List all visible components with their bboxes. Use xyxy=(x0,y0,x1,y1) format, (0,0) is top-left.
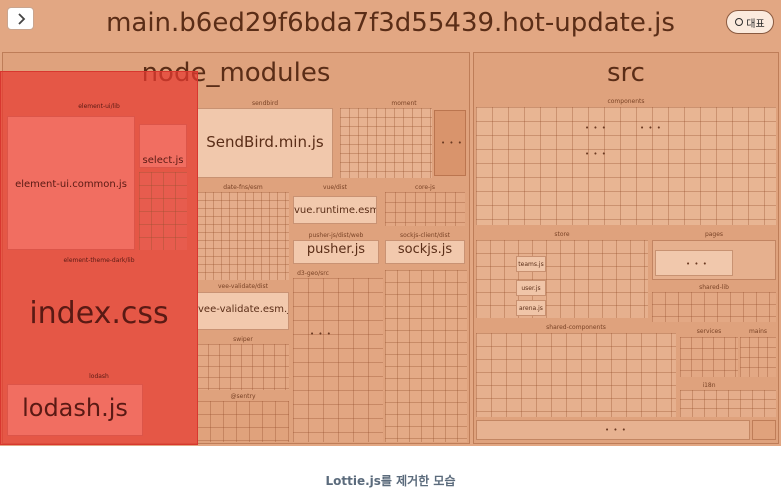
mains-module[interactable] xyxy=(740,337,776,377)
date-fns-module[interactable] xyxy=(197,192,289,280)
arena-js-label: arena.js xyxy=(519,305,543,312)
element-theme-dark-label: element-theme-dark/lib xyxy=(63,257,135,264)
radio-circle-icon xyxy=(735,18,744,26)
swiper-label: swiper xyxy=(233,336,253,343)
pages-main-block[interactable]: • • • xyxy=(655,250,733,276)
vue-runtime-label: vue.runtime.esm.js xyxy=(294,205,376,216)
ellipsis: • • • xyxy=(310,330,332,338)
components-label: components xyxy=(607,98,645,105)
vue-runtime-module[interactable]: vue.runtime.esm.js xyxy=(293,196,377,224)
moment-module[interactable] xyxy=(340,108,432,178)
sentry-module[interactable] xyxy=(197,401,289,442)
src-bottom-corner[interactable] xyxy=(752,420,776,440)
sockjs-dist-label: sockjs-client/dist xyxy=(400,232,450,239)
sendbird-module[interactable]: SendBird.min.js xyxy=(197,108,333,178)
ellipsis: • • • xyxy=(686,260,708,268)
element-ui-common-label: element-ui.common.js xyxy=(15,179,127,190)
treemap-canvas: main.b6ed29f6bda7f3d55439.hot-update.js … xyxy=(0,0,781,446)
user-js-label: user.js xyxy=(521,285,541,292)
pusher-js-file-label: pusher.js xyxy=(306,242,366,257)
moment-locale-block[interactable]: • • • xyxy=(434,110,466,176)
ellipsis: • • • xyxy=(585,124,607,132)
lodash-js-label: lodash.js xyxy=(22,394,128,422)
core-js-label: core-js xyxy=(415,184,435,191)
ellipsis: • • • xyxy=(441,139,463,147)
lodash-js-module[interactable]: lodash.js xyxy=(7,384,143,436)
index-css-label: index.css xyxy=(29,296,169,331)
user-js-module[interactable]: user.js xyxy=(516,280,546,296)
d3-geo-label: d3-geo/src xyxy=(297,270,329,277)
core-js-module[interactable] xyxy=(385,192,465,226)
ellipsis: • • • xyxy=(585,150,607,158)
i18n-module[interactable] xyxy=(680,390,776,417)
date-fns-label: date-fns/esm xyxy=(223,184,263,191)
lodash-label: lodash xyxy=(89,373,109,380)
selected-highlight-overlay: element-ui/lib element-ui.common.js sele… xyxy=(0,71,198,445)
shared-components-label: shared-components xyxy=(546,324,606,331)
ellipsis: • • • xyxy=(640,124,662,132)
screenshot-caption: Lottie.js를 제거한 모습 xyxy=(325,474,456,488)
teams-js-module[interactable]: teams.js xyxy=(516,256,546,272)
d3-geo-module[interactable] xyxy=(293,278,383,442)
store-label: store xyxy=(554,231,570,238)
element-ui-lib-label: element-ui/lib xyxy=(78,103,120,110)
sendbird-min-label: SendBird.min.js xyxy=(206,133,324,151)
misc-node-modules[interactable] xyxy=(385,270,467,442)
mains-label: mains xyxy=(748,328,768,335)
shared-lib-module[interactable] xyxy=(652,292,776,322)
vee-validate-module[interactable]: vee-validate.esm.js xyxy=(197,292,289,330)
select-js-label: select.js xyxy=(142,155,184,166)
pusher-js-dist-label: pusher-js/dist/web xyxy=(308,232,364,239)
toggle-label: 대표 xyxy=(746,18,765,30)
sendbird-label: sendbird xyxy=(251,100,279,107)
shared-lib-label: shared-lib xyxy=(699,284,729,291)
representative-toggle[interactable]: 대표 xyxy=(726,10,774,34)
src-bottom-strip[interactable]: • • • xyxy=(476,420,750,440)
ellipsis: • • • xyxy=(605,426,627,434)
chevron-right-icon xyxy=(17,12,25,25)
bundle-title: main.b6ed29f6bda7f3d55439.hot-update.js xyxy=(106,8,675,38)
element-ui-small-modules[interactable] xyxy=(139,172,187,250)
moment-label: moment xyxy=(391,100,417,107)
i18n-label: i18n xyxy=(702,382,716,389)
vee-validate-dist-label: vee-validate/dist xyxy=(217,283,268,290)
services-module[interactable] xyxy=(680,337,738,377)
teams-js-label: teams.js xyxy=(518,261,544,268)
services-label: services xyxy=(696,328,722,335)
vue-dist-label: vue/dist xyxy=(322,184,348,191)
components-module[interactable] xyxy=(476,107,776,225)
vee-validate-esm-label: vee-validate.esm.js xyxy=(198,304,288,315)
element-ui-common-module[interactable]: element-ui.common.js xyxy=(7,116,135,250)
pages-label: pages xyxy=(704,231,724,238)
arena-js-module[interactable]: arena.js xyxy=(516,300,546,316)
sentry-label: @sentry xyxy=(230,393,256,400)
swiper-module[interactable] xyxy=(197,344,289,390)
src-label: src xyxy=(607,58,645,88)
expand-sidebar-button[interactable] xyxy=(7,7,34,30)
shared-components-module[interactable] xyxy=(476,333,676,417)
pusher-js-module[interactable]: pusher.js xyxy=(293,240,379,264)
sockjs-file-label: sockjs.js xyxy=(397,242,453,257)
sockjs-module[interactable]: sockjs.js xyxy=(385,240,465,264)
select-js-module[interactable]: select.js xyxy=(139,124,187,168)
store-module[interactable] xyxy=(476,240,648,318)
